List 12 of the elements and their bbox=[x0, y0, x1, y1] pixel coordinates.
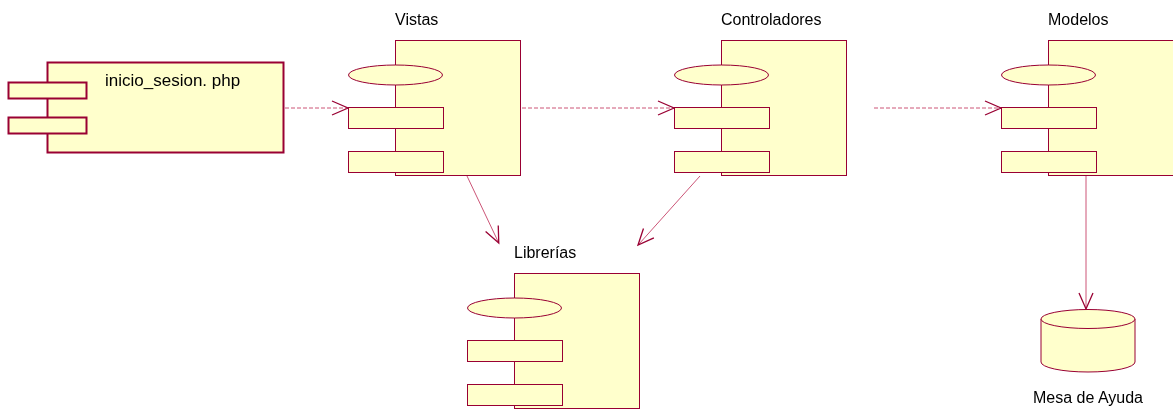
component-title: Modelos bbox=[1048, 10, 1109, 30]
arrow bbox=[466, 175, 500, 244]
arrow bbox=[284, 100, 349, 116]
component-name: inicio_sesion. php bbox=[105, 70, 242, 91]
arrow bbox=[1078, 175, 1094, 310]
component-title: Controladores bbox=[721, 10, 822, 30]
arrow bbox=[521, 100, 675, 116]
arrow bbox=[637, 175, 701, 246]
component-title: Vistas bbox=[395, 10, 439, 30]
database-label: Mesa de Ayuda bbox=[1032, 388, 1144, 408]
arrow bbox=[873, 100, 1002, 116]
component-title: Librerías bbox=[514, 243, 577, 263]
